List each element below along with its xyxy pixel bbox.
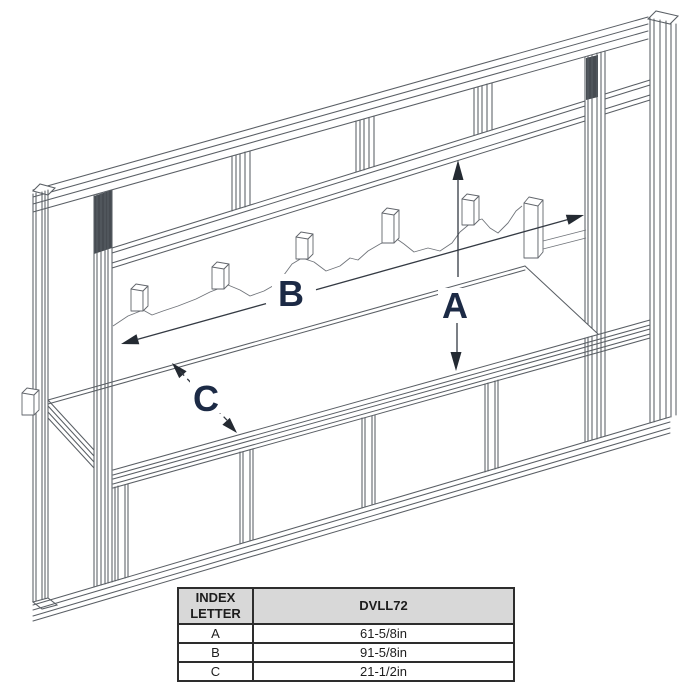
nailing-block xyxy=(295,231,314,260)
dimension-b-arrow: B xyxy=(121,214,584,345)
fireplace-break xyxy=(112,193,587,327)
arrow-left-icon xyxy=(121,334,140,345)
knee-wall-studs xyxy=(114,379,499,582)
right-inner-stud xyxy=(584,50,606,443)
model-header: DVLL72 xyxy=(252,587,515,625)
cripple-studs xyxy=(231,82,493,212)
row-value: 21-1/2in xyxy=(252,661,515,682)
row-value: 61-5/8in xyxy=(252,623,515,644)
spec-table-header-row: INDEX LETTER DVLL72 xyxy=(177,587,515,625)
spec-table: INDEX LETTER DVLL72 A 61-5/8in B 91-5/8i… xyxy=(177,587,515,682)
arrow-up-icon xyxy=(452,160,464,180)
nailing-block xyxy=(461,193,480,226)
nailing-block xyxy=(381,207,400,244)
row-value: 91-5/8in xyxy=(252,642,515,663)
nailing-block xyxy=(211,261,230,290)
hearth-platform xyxy=(47,265,651,489)
arrow-down-icon xyxy=(450,352,462,371)
nailing-block xyxy=(130,283,149,312)
header-rail xyxy=(111,79,651,269)
dimension-a-arrow: A xyxy=(438,160,472,371)
dimension-c-arrow: C xyxy=(172,363,237,433)
table-row: B 91-5/8in xyxy=(177,642,515,663)
end-stand-off-strip xyxy=(523,196,587,259)
dimension-a-label: A xyxy=(442,285,468,326)
dimension-b-label: B xyxy=(278,273,304,314)
row-letter: C xyxy=(177,661,254,682)
table-row: A 61-5/8in xyxy=(177,623,515,644)
dimension-c-label: C xyxy=(193,378,219,419)
bottom-plate xyxy=(32,416,671,622)
wall-frame xyxy=(21,10,680,622)
table-row: C 21-1/2in xyxy=(177,661,515,682)
row-letter: B xyxy=(177,642,254,663)
right-outer-stud xyxy=(649,17,677,424)
row-letter: A xyxy=(177,623,254,644)
left-bay-platform-band xyxy=(47,399,95,469)
top-plate xyxy=(31,10,680,213)
arrow-right-icon xyxy=(565,214,584,225)
index-letter-header: INDEX LETTER xyxy=(177,587,254,625)
outside-nailing-block xyxy=(21,387,40,416)
arrow-down-right-icon xyxy=(222,417,237,433)
